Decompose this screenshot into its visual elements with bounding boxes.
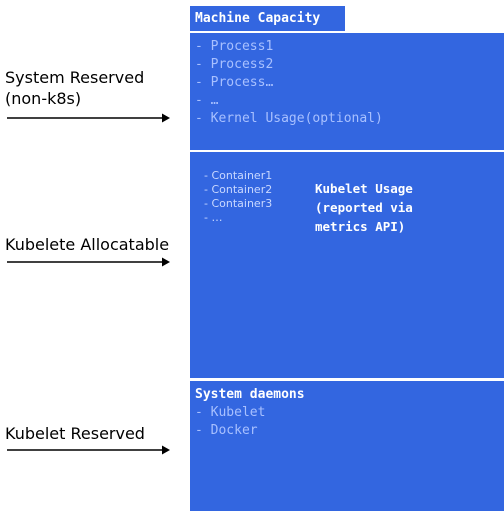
allocatable-arrow-icon: [7, 257, 170, 267]
kubelet-reserved-label: Kubelet Reserved: [5, 424, 145, 443]
kubelet-usage-line2: (reported via: [315, 200, 413, 215]
daemon-item-docker: - Docker: [195, 423, 258, 438]
system-daemons-title: System daemons: [195, 387, 305, 402]
system-reserved-label-line2: (non-k8s): [5, 89, 82, 108]
reserved-item-ellipsis: - …: [195, 93, 219, 108]
system-reserved-block: - Process1 - Process2 - Process… - … - K…: [190, 33, 504, 150]
machine-capacity-title: Machine Capacity: [190, 6, 345, 31]
reserved-item-process2: - Process2: [195, 57, 274, 72]
container-item-ellipsis: - …: [204, 211, 223, 224]
reserved-item-process1: - Process1: [195, 39, 274, 54]
allocatable-block: - Container1 - Container2 - Container3 -…: [190, 152, 504, 378]
system-reserved-label: System Reserved (non-k8s): [5, 67, 144, 109]
kubelet-reserved-arrow-icon: [7, 445, 170, 455]
system-reserved-label-line1: System Reserved: [5, 68, 145, 87]
allocatable-label: Kubelete Allocatable: [5, 235, 170, 254]
daemon-item-kubelet: - Kubelet: [195, 405, 266, 420]
container-item-3: - Container3: [204, 197, 273, 210]
reserved-item-process-more: - Process…: [195, 75, 274, 90]
kubelet-usage-line3: metrics API): [315, 219, 406, 234]
kubelet-usage-line1: Kubelet Usage: [315, 181, 413, 196]
system-reserved-arrow-icon: [7, 113, 170, 123]
kubelet-reserved-block: System daemons - Kubelet - Docker: [190, 381, 504, 511]
container-item-1: - Container1: [204, 169, 273, 182]
reserved-item-kernel: - Kernel Usage(optional): [195, 111, 383, 126]
container-item-2: - Container2: [204, 183, 273, 196]
kubelet-usage-note: Kubelet Usage (reported via metrics API): [315, 179, 413, 236]
